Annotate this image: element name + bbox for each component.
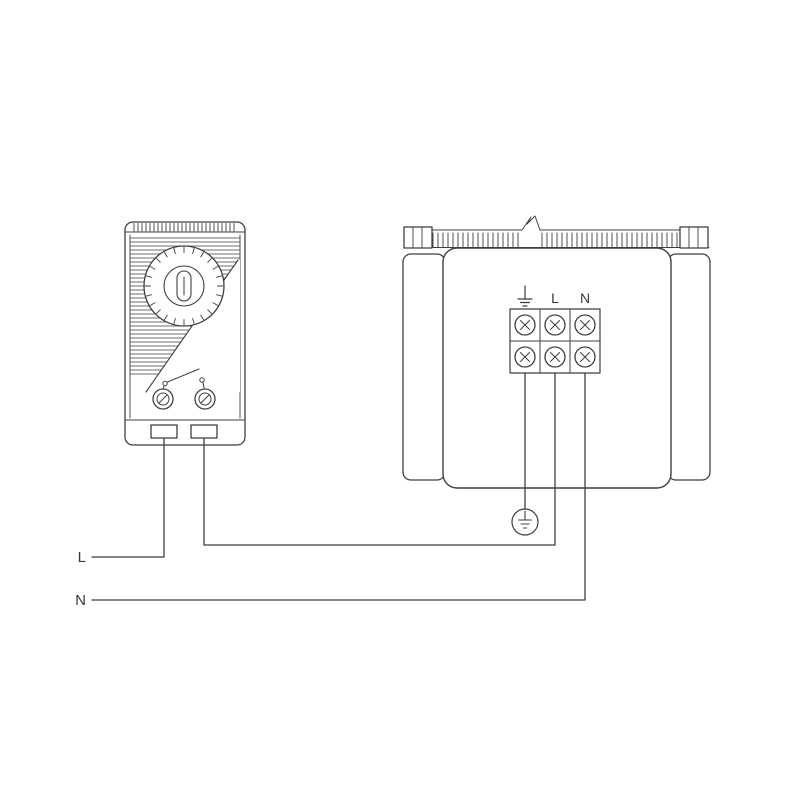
heater-flange-right bbox=[667, 253, 711, 481]
heater-fins-icon bbox=[403, 215, 710, 248]
earth-symbol-icon bbox=[517, 285, 533, 307]
switch-contact-icon bbox=[162, 368, 205, 390]
mounting-bracket-left bbox=[403, 226, 433, 249]
wire-line-supply bbox=[91, 437, 165, 558]
cable-entry-left bbox=[150, 424, 178, 439]
screw-cross-slots-icon bbox=[520, 320, 590, 362]
break-mark-icon bbox=[521, 215, 541, 231]
thermostat-terminal-screw-right bbox=[194, 388, 216, 410]
fan-heater: L N bbox=[402, 215, 711, 489]
terminal-label-line: L bbox=[551, 290, 559, 306]
terminal-screws bbox=[514, 314, 596, 368]
thermostat-terminal-screw-left bbox=[152, 388, 174, 410]
wire-line-link bbox=[203, 372, 556, 546]
terminal-label-neutral: N bbox=[580, 290, 590, 306]
cable-entry-right bbox=[190, 424, 218, 439]
wire-neutral bbox=[91, 372, 586, 601]
temperature-dial bbox=[143, 245, 225, 327]
earth-ground-symbol-icon bbox=[511, 508, 539, 536]
mounting-bracket-right bbox=[679, 226, 709, 249]
heater-flange-left bbox=[402, 253, 446, 481]
terminal-block bbox=[509, 308, 601, 374]
supply-label-line: L bbox=[78, 549, 86, 566]
thermostat bbox=[124, 221, 246, 446]
supply-label-neutral: N bbox=[75, 592, 86, 609]
wiring bbox=[91, 372, 586, 601]
thermostat-top-fins-icon bbox=[133, 223, 235, 232]
dial-scale-ticks-icon bbox=[144, 246, 224, 326]
